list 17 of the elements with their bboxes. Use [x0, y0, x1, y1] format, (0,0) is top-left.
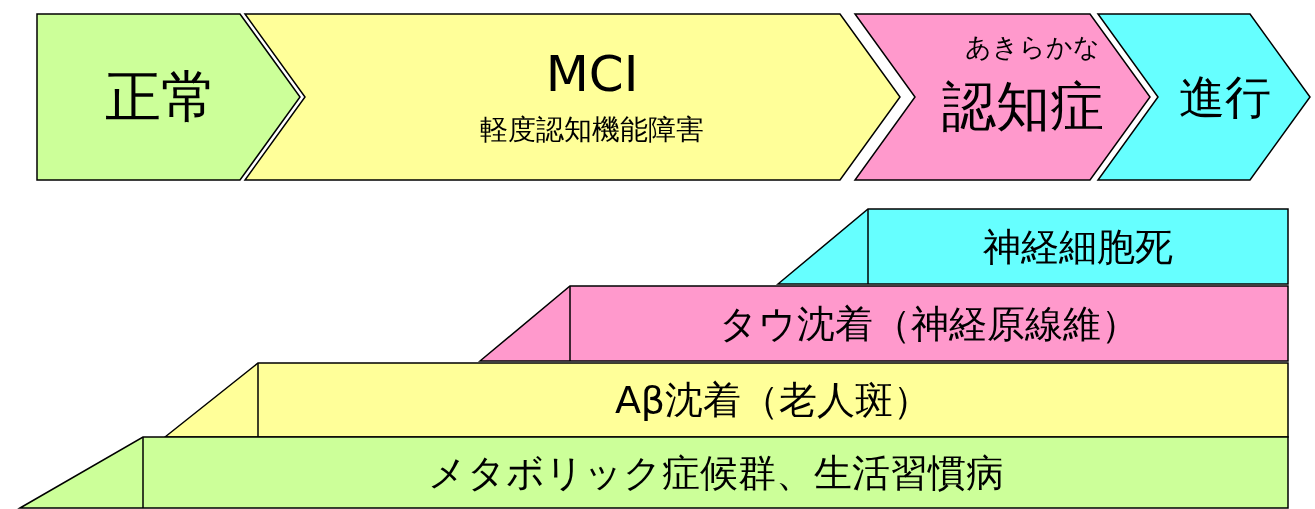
stage-subtitle: 認知症 — [942, 79, 1105, 134]
stage-band — [855, 14, 1150, 180]
pathology-bar — [480, 286, 1288, 361]
pathology-bar — [165, 363, 1288, 437]
stage-subtitle: 軽度認知機能障害 — [480, 116, 705, 145]
stage-title: 進行 — [1179, 74, 1272, 120]
pathology-bar — [20, 437, 1288, 508]
bar-label: 神経細胞死 — [983, 227, 1173, 266]
pathology-bar — [778, 209, 1288, 284]
stage-band — [245, 14, 900, 180]
stage-title: 正常 — [104, 69, 217, 125]
stage-band — [37, 14, 300, 180]
bar-label: メタボリック症候群、生活習慣病 — [427, 453, 1004, 492]
bar-label: Aβ沈着（老人斑） — [614, 381, 932, 419]
stage-title: MCI — [545, 48, 639, 99]
qualifier-text: あきらかな — [964, 34, 1100, 61]
bar-label: タウ沈着（神経原線維） — [719, 304, 1139, 343]
